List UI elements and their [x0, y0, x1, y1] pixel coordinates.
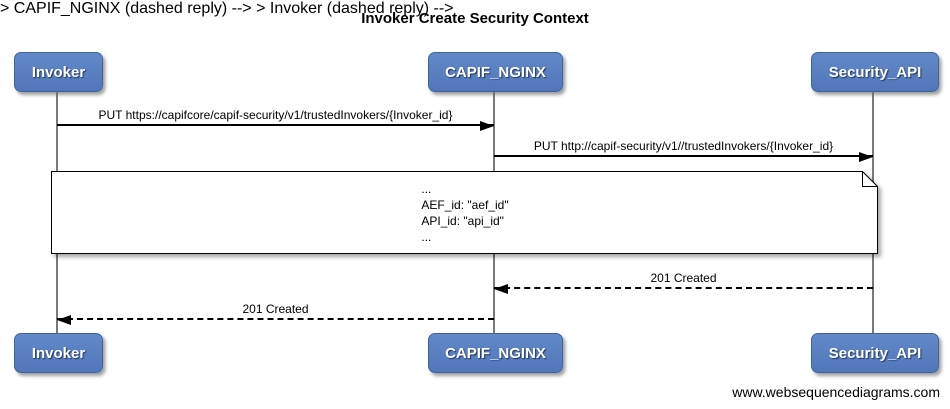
message-line [57, 121, 494, 131]
note-text: ... AEF_id: "aef_id" API_id: "api_id" ..… [51, 171, 879, 255]
message-label: 201 Created [650, 271, 717, 285]
message-put-trusted-invokers-security: PUT http://capif-security/v1//trustedInv… [494, 139, 873, 162]
actor-label: CAPIF_NGINX [445, 63, 546, 81]
message-201-created-to-capif: 201 Created [494, 271, 873, 294]
actor-label: Security_API [828, 344, 922, 362]
note-line: AEF_id: "aef_id" [421, 198, 509, 212]
arrowhead-right-icon [859, 152, 873, 162]
note-line: ... [421, 230, 432, 244]
arrowhead-left-icon [494, 284, 508, 294]
actor-label: Invoker [31, 63, 86, 81]
message-put-trusted-invokers-capifcore: PUT https://capifcore/capif-security/v1/… [57, 108, 494, 131]
message-line [494, 152, 873, 162]
actor-box-capif-nginx-top: CAPIF_NGINX [428, 52, 563, 92]
note: ... AEF_id: "aef_id" API_id: "api_id" ..… [51, 171, 879, 255]
arrowhead-left-icon [57, 315, 71, 325]
actor-box-security-api-top: Security_API [811, 52, 939, 92]
note-shape [51, 171, 878, 254]
note-body [51, 171, 878, 254]
note-fold-icon [862, 171, 878, 187]
actor-label: Security_API [828, 63, 922, 81]
message-label: PUT https://capifcore/capif-security/v1/… [98, 108, 453, 122]
message-line [494, 284, 873, 294]
note-line: API_id: "api_id" [421, 214, 504, 228]
message-line [57, 315, 494, 325]
diagram-title: Invoker Create Security Context [361, 10, 589, 27]
actor-box-security-api-bottom: Security_API [811, 333, 939, 373]
actor-box-invoker-bottom: Invoker [14, 333, 103, 373]
actor-label: Invoker [31, 344, 86, 362]
note-line: ... [421, 182, 432, 196]
message-201-created-to-invoker: 201 Created [57, 302, 494, 325]
actor-label: CAPIF_NGINX [445, 344, 546, 362]
message-label: PUT http://capif-security/v1//trustedInv… [533, 139, 834, 153]
actor-box-capif-nginx-bottom: CAPIF_NGINX [428, 333, 563, 373]
message-label: 201 Created [242, 302, 309, 316]
websequencediagrams-credit: www.websequencediagrams.com [732, 384, 940, 400]
actor-box-invoker-top: Invoker [14, 52, 103, 92]
arrowhead-right-icon [480, 121, 494, 131]
